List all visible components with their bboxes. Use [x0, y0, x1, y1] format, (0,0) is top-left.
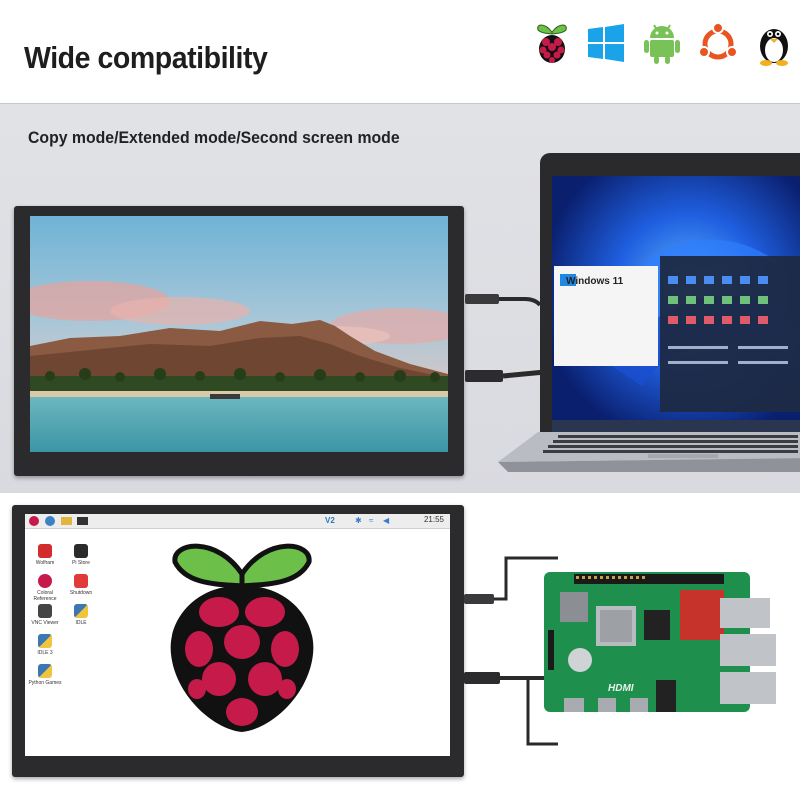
python-games-icon — [38, 664, 52, 678]
android-icon — [640, 20, 684, 66]
folder-icon[interactable] — [61, 517, 72, 525]
windows-icon — [584, 20, 628, 66]
python-idle3-icon — [38, 634, 52, 648]
desktop-icon-vnc[interactable]: VNC Viewer — [25, 604, 65, 626]
windows-dialog-title: Windows 11 — [566, 276, 624, 287]
desktop-icon-wolfram[interactable]: Wolfram — [25, 544, 65, 566]
desktop-icon-shutdown[interactable]: Shutdown — [61, 574, 101, 596]
bluetooth-icon[interactable]: ✱ — [355, 516, 362, 525]
wifi-icon[interactable]: ≈ — [369, 516, 374, 525]
pi-menu-icon[interactable] — [29, 516, 39, 526]
python-idle-icon — [74, 604, 88, 618]
laptop-keyboard-base — [498, 432, 800, 476]
linux-tux-icon — [752, 20, 796, 66]
monitor-screen-landscape — [30, 216, 448, 452]
hdmi-label: HDMI — [608, 683, 634, 694]
ubuntu-icon — [696, 20, 740, 66]
laptop-screen — [552, 176, 800, 432]
vnc-tray-icon[interactable]: V2 — [325, 516, 335, 525]
pi-taskbar: V2 ✱ ≈ ◀ 21:55 — [25, 514, 450, 529]
wolfram-icon — [38, 544, 52, 558]
page-title: Wide compatibility — [24, 40, 268, 75]
desktop-icon-idle3[interactable]: IDLE 3 — [25, 634, 65, 656]
pi-store-icon — [74, 544, 88, 558]
desktop-icon-pi-store[interactable]: Pi Store — [61, 544, 101, 566]
desktop-icon-python-games[interactable]: Python Games — [25, 664, 65, 686]
raspberry-pi-board — [540, 570, 780, 720]
terminal-icon[interactable] — [77, 517, 88, 525]
desktop-icon-idle[interactable]: IDLE — [61, 604, 101, 626]
shutdown-icon — [74, 574, 88, 588]
taskbar-clock[interactable]: 21:55 — [423, 515, 444, 524]
browser-icon[interactable] — [45, 516, 55, 526]
raspberry-pi-icon — [530, 20, 574, 66]
raspberry-pi-logo — [157, 534, 327, 734]
vnc-viewer-icon — [38, 604, 52, 618]
reference-icon — [38, 574, 52, 588]
desktop-icon-reference[interactable]: Coloral Reference — [25, 574, 65, 602]
volume-icon[interactable]: ◀ — [383, 516, 390, 525]
pi-desktop-screen: V2 ✱ ≈ ◀ 21:55 Wolfram Pi Store Coloral … — [25, 514, 450, 756]
mode-subtitle: Copy mode/Extended mode/Second screen mo… — [28, 128, 400, 147]
